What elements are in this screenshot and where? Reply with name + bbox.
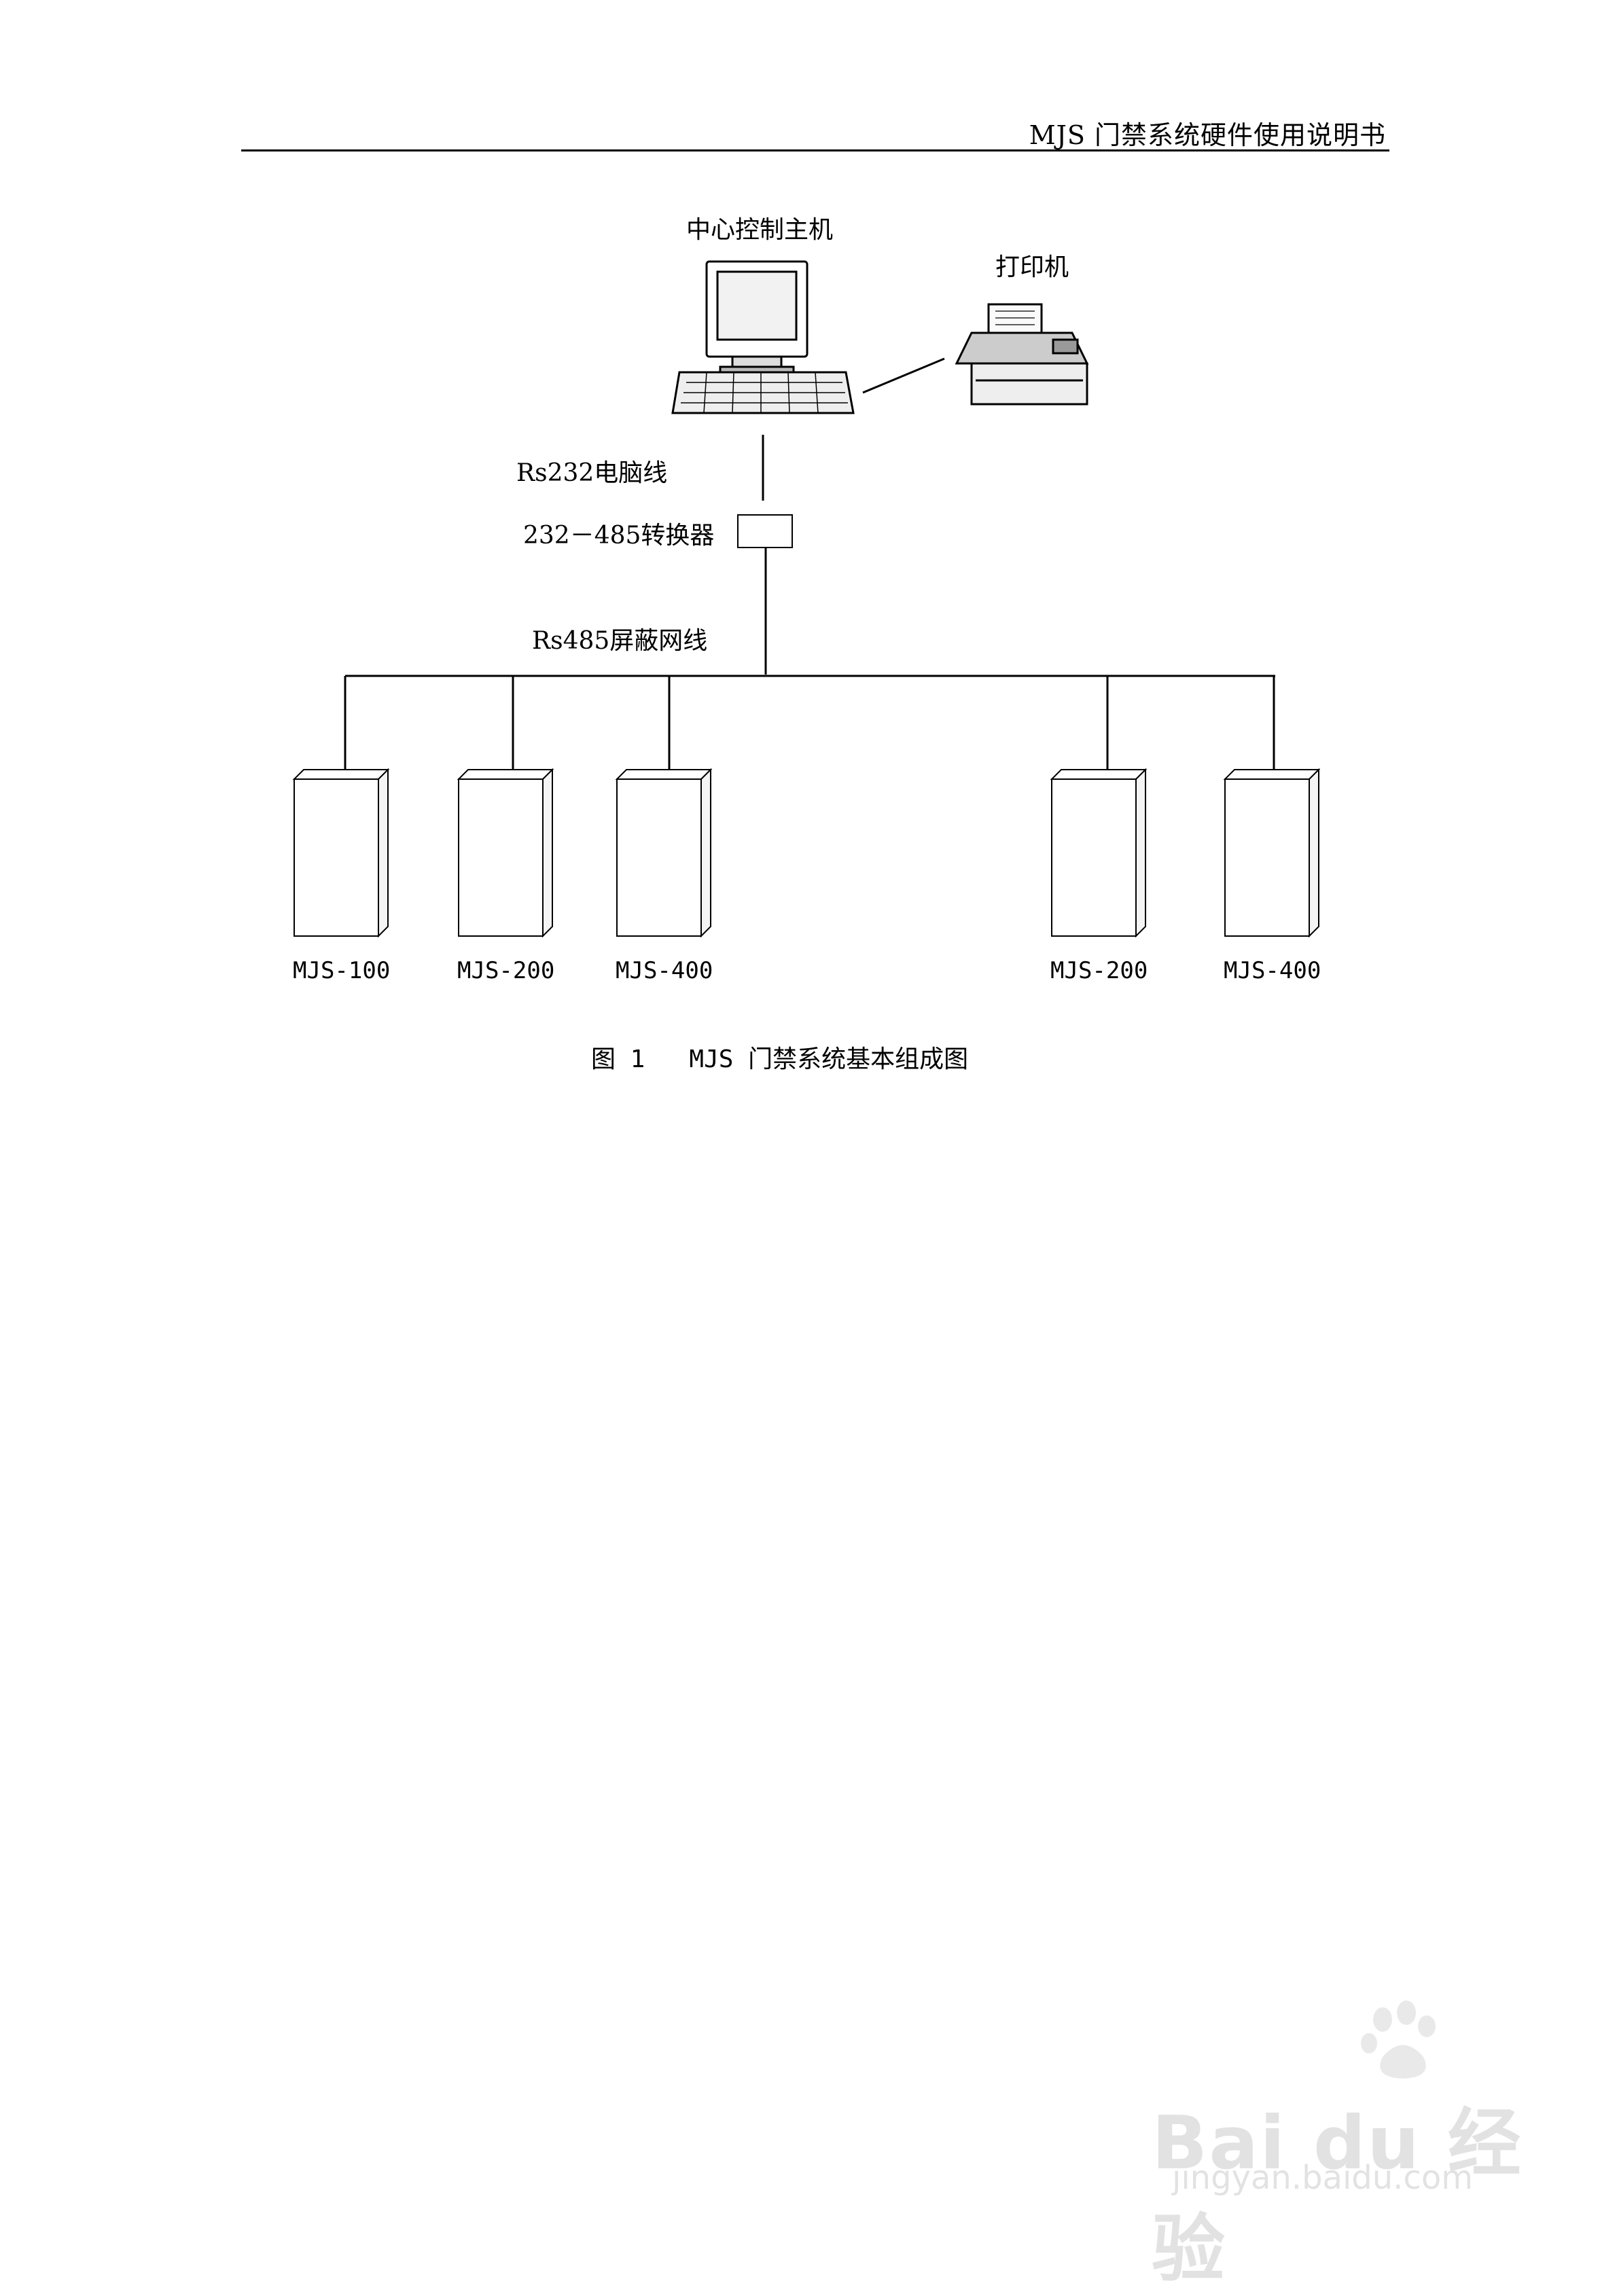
printer-label: 打印机 [995,253,1069,281]
cabinet-side [378,768,389,938]
cabinet-top [292,769,390,780]
cabinet-front [458,778,544,937]
controller-cabinet: MJS-100 [292,768,390,984]
host-label: 中心控制主机 [686,216,833,244]
printer-icon [955,303,1089,406]
controller-label: MJS-200 [457,957,554,984]
watermark-brand: Bai du 经验 [1152,2101,1523,2292]
cabinet-side [542,768,553,938]
controller-label: MJS-200 [1050,957,1148,984]
rs485-label: Rs485屏蔽网线 [532,627,707,655]
cabinet-top [1050,769,1148,780]
cabinet-front [1224,778,1310,937]
rs232-label: Rs232电脑线 [516,459,667,487]
controller-cabinet: MJS-400 [615,768,713,984]
host-computer-icon [671,260,855,414]
figure-title: MJS 门禁系统基本组成图 [689,1045,969,1073]
cabinet-front [294,778,379,937]
cabinet-top [1223,769,1321,780]
converter-label: 232－485转换器 [523,522,714,550]
baidu-watermark: Bai du 经验 jingyan.baidu.com [1152,1996,1532,2292]
system-diagram: 中心控制主机 打印机 Rs232电脑线 232－485转换器 Rs485屏蔽网线… [292,216,1321,984]
cabinet-front [1051,778,1137,937]
cabinet-top [457,769,554,780]
controller-cabinet: MJS-400 [1223,768,1321,984]
controller-cabinet: MJS-200 [457,768,554,984]
cabinet-top [615,769,713,780]
controller-label: MJS-400 [616,957,713,984]
controller-label: MJS-100 [293,957,390,984]
host-printer-link [862,357,945,394]
bus-drops [344,676,1275,770]
watermark-url: jingyan.baidu.com [1172,2159,1473,2197]
cabinet-front [616,778,702,937]
cabinet-side [1309,768,1319,938]
cabinet-side [700,768,711,938]
converter-box [737,514,793,548]
paw-logo-icon [1361,2001,1436,2079]
document-header-title: MJS 门禁系统硬件使用说明书 [1029,120,1386,150]
cabinet-side [1135,768,1146,938]
figure-number: 图 1 [591,1045,645,1073]
controller-cabinet: MJS-200 [1050,768,1148,984]
controller-label: MJS-400 [1224,957,1321,984]
figure-caption: 图 1 MJS 门禁系统基本组成图 [591,1039,968,1075]
header-rule [241,149,1389,151]
